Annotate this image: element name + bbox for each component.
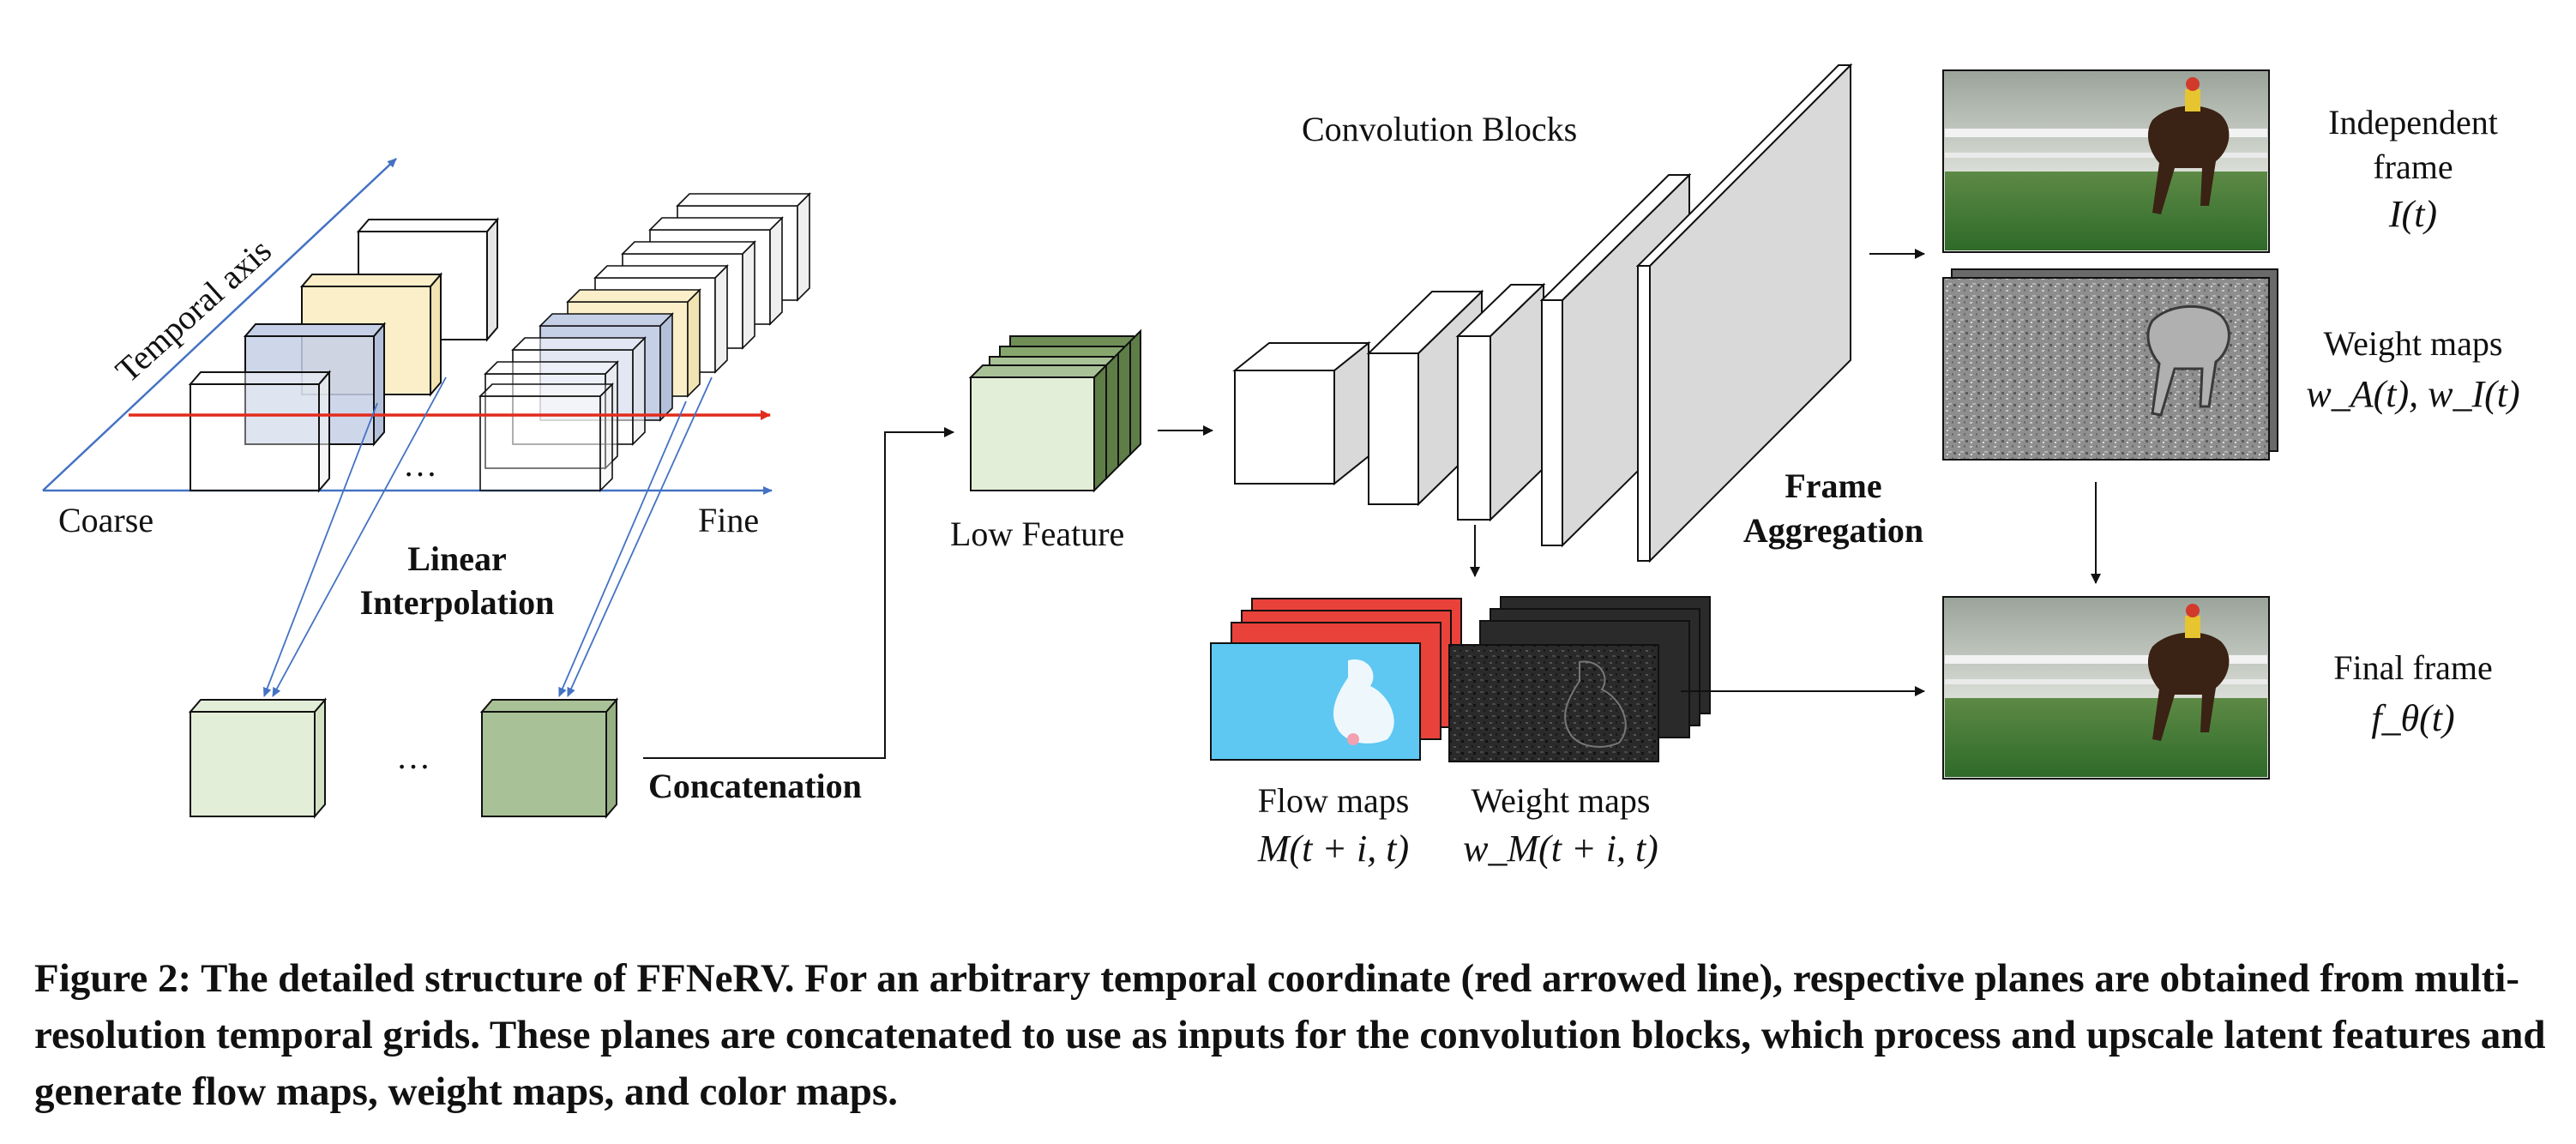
conv-block: [1232, 340, 1371, 486]
convolution-blocks: [1232, 63, 1853, 563]
concatenation-label: Concatenation: [648, 767, 862, 805]
fine-grid-plane: [478, 382, 614, 492]
interpolated-ellipsis: …: [396, 738, 430, 776]
flow-maps-stack: [1210, 598, 1462, 761]
independent-frame-label: Independent: [2328, 103, 2498, 141]
temporal-axis-line: [42, 158, 397, 491]
low-feature-stack: [968, 328, 1141, 493]
flow-maps-label: Flow maps: [1258, 781, 1410, 820]
independent-frame-math: I(t): [2388, 193, 2437, 235]
temporal-grid-section: Temporal axis Coarse Fine …: [42, 158, 811, 819]
weight-maps-right-label: Weight maps: [2324, 324, 2503, 363]
coarse-label: Coarse: [58, 501, 153, 539]
interpolation-arrow: [262, 402, 378, 697]
ffnerv-architecture-diagram: Temporal axis Coarse Fine …: [42, 63, 2520, 870]
final-frame-math: f_θ(t): [2371, 697, 2454, 739]
fine-grid-stack: [478, 192, 811, 492]
frame-aggregation-label: Frame: [1785, 467, 1881, 505]
interpolation-arrow: [567, 376, 713, 697]
concatenation-arrow: [643, 427, 954, 759]
independent-frame-label: frame: [2373, 148, 2453, 186]
convolution-blocks-label: Convolution Blocks: [1302, 110, 1577, 148]
weight-maps-right-math: w_A(t), w_I(t): [2306, 373, 2519, 415]
linear-interpolation-label: Linear: [407, 539, 507, 578]
coarse-grid-plane: [188, 370, 332, 493]
independent-frame-image: [1942, 69, 2270, 253]
interpolation-arrow: [272, 376, 447, 697]
conv-block: [1366, 289, 1484, 507]
frame-aggregation-label: Aggregation: [1743, 511, 1923, 550]
weight-maps-right-image: [1942, 268, 2278, 461]
final-frame-image: [1942, 596, 2270, 780]
interpolation-arrow: [558, 400, 687, 697]
weight-maps-bottom-label: Weight maps: [1472, 781, 1651, 820]
weight-maps-stack: [1448, 596, 1711, 762]
linear-interpolation-label: Interpolation: [360, 583, 555, 622]
final-frame-label: Final frame: [2333, 648, 2493, 687]
conv-block: [1455, 282, 1546, 522]
fine-label: Fine: [698, 501, 759, 539]
interpolated-plane-fine: [479, 697, 619, 819]
flow-maps-math: M(t + i, t): [1257, 828, 1409, 870]
fine-grid-plane: [484, 360, 619, 470]
grid-ellipsis: …: [403, 445, 437, 484]
figure-caption: Figure 2: The detailed structure of FFNe…: [34, 956, 2546, 1114]
interpolated-plane-coarse: [188, 697, 328, 819]
weight-maps-bottom-math: w_M(t + i, t): [1463, 828, 1658, 870]
coarse-grid-stack: [188, 217, 500, 493]
conv-block: [1635, 63, 1853, 563]
low-feature-label: Low Feature: [950, 515, 1124, 553]
